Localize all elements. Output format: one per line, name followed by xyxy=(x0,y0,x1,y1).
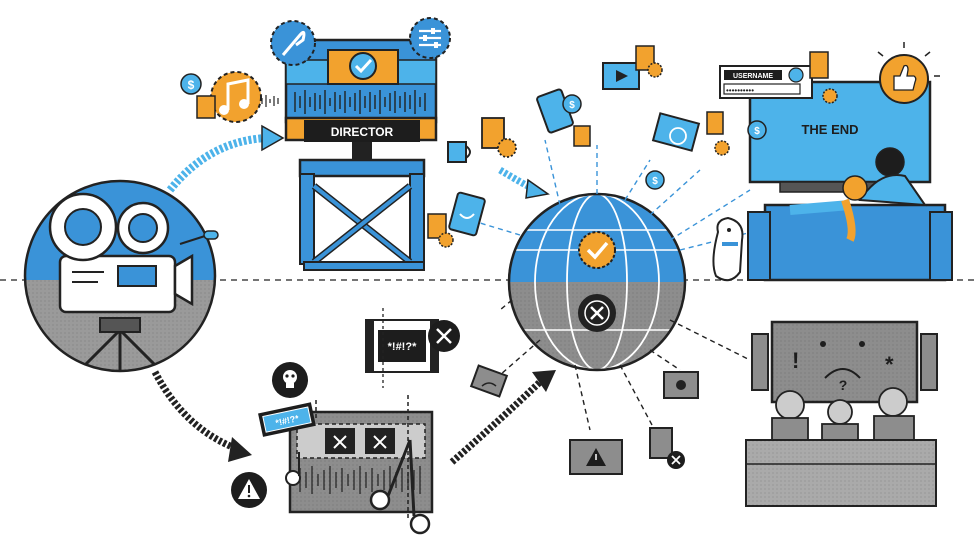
arrow-to-director xyxy=(166,134,269,193)
contract-icon xyxy=(196,95,216,119)
screen-star: * xyxy=(885,352,894,377)
theater-scene: ! ? * xyxy=(745,320,938,507)
login-card: USERNAME •••••••••• xyxy=(719,65,813,99)
username-label: USERNAME xyxy=(733,73,773,80)
certificate-seal-icon xyxy=(497,138,517,158)
broken-device-icon xyxy=(649,427,673,459)
svg-text:$: $ xyxy=(569,100,575,111)
censor-symbols: *!#!?* xyxy=(275,413,301,428)
music-note-icon xyxy=(210,71,262,123)
svg-text:$: $ xyxy=(652,176,658,187)
sofa xyxy=(763,203,947,282)
password-field xyxy=(723,83,801,95)
approved-check-icon xyxy=(578,231,616,269)
dog xyxy=(712,216,744,282)
contract-icon xyxy=(481,117,505,149)
filmstrip-censor-text: *!#!?* xyxy=(388,341,417,353)
camera-circle xyxy=(23,179,219,373)
contract-icon xyxy=(635,45,655,71)
user-icon xyxy=(788,67,804,83)
director-label-plate xyxy=(304,120,420,142)
scissors-icon xyxy=(369,439,431,535)
contract-icon xyxy=(427,213,447,239)
svg-text:$: $ xyxy=(754,126,760,137)
globe xyxy=(507,192,687,372)
coffee-mug-icon xyxy=(447,141,467,163)
contract-icon xyxy=(573,125,591,147)
distribution-rays xyxy=(469,139,761,251)
living-room-scene: THE END xyxy=(712,80,953,282)
dollar-icon xyxy=(645,170,665,190)
sad-phone-icon xyxy=(469,364,509,398)
dollar-icon xyxy=(747,120,767,140)
censored-filmstrip: *!#!?* xyxy=(365,308,439,388)
arrow-editor-to-globe xyxy=(449,379,543,465)
svg-text:$: $ xyxy=(188,78,195,92)
laptop-icon xyxy=(651,112,701,152)
director-chair: DIRECTOR xyxy=(284,38,438,271)
contract-icon xyxy=(706,111,724,135)
film-editor xyxy=(288,395,434,520)
contract-icon xyxy=(809,51,829,79)
tv-end-text: THE END xyxy=(801,122,858,137)
blocked-rays xyxy=(499,299,751,441)
tablet-icon xyxy=(448,191,486,237)
viewer-head xyxy=(875,147,905,177)
music-note-icon xyxy=(285,470,301,486)
director-label: DIRECTOR xyxy=(331,125,394,139)
password-mask: •••••••••• xyxy=(726,86,754,95)
dollar-icon xyxy=(180,73,202,95)
screen-question: ? xyxy=(839,377,848,393)
screen-exclaim: ! xyxy=(792,348,799,373)
dollar-icon xyxy=(562,94,582,114)
arrow-to-editing xyxy=(151,370,242,454)
censored-strip: *!#!?* xyxy=(258,402,316,437)
